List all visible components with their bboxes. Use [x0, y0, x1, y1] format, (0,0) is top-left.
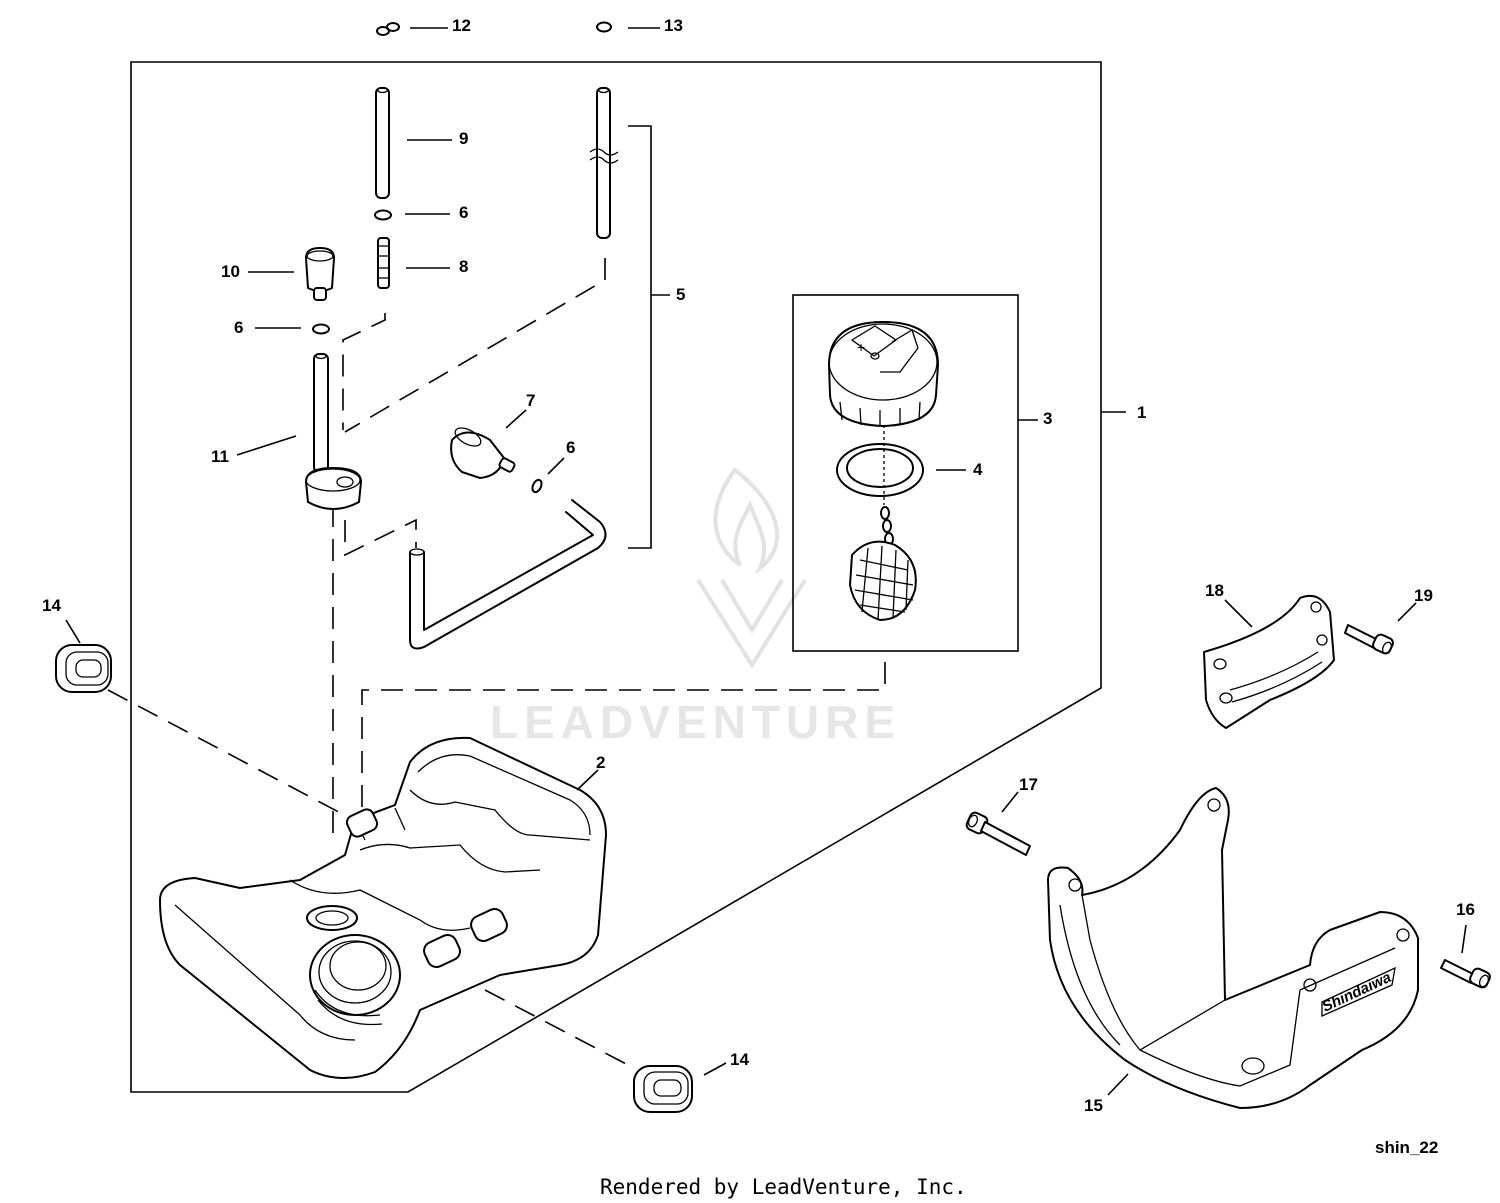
callout-1: 1: [1137, 403, 1146, 422]
callout-7: 7: [526, 391, 535, 410]
watermark-text: LEADVENTURE: [490, 696, 901, 748]
part-19-bolt: [1344, 624, 1394, 655]
watermark-logo: [696, 467, 807, 669]
part-2-fuel-tank: [159, 736, 607, 1080]
callout-11: 11: [211, 447, 229, 466]
callout-2: 2: [596, 753, 605, 772]
cap-chain-strainer: [849, 425, 917, 621]
callout-6-mid: 6: [234, 318, 243, 337]
part-8-joint: [377, 237, 390, 289]
part-10-filter: [305, 247, 335, 301]
part-14-grommet-left: [55, 644, 112, 693]
callout-8: 8: [459, 257, 468, 276]
reference-code: shin_22: [1375, 1138, 1438, 1157]
part-6-o-ring-filter: [531, 478, 543, 494]
callout-13: 13: [664, 16, 683, 35]
callout-12: 12: [452, 16, 471, 35]
callout-4: 4: [973, 460, 983, 479]
part-18-clamp-cover: [1203, 594, 1335, 729]
part-11-grommet-pipe: [305, 352, 362, 510]
callout-14-bottom: 14: [730, 1050, 749, 1069]
part-15-clamp-bracket: Shindaiwa: [1047, 787, 1419, 1109]
callout-17: 17: [1019, 775, 1038, 794]
part-16-bolt: [1440, 959, 1491, 989]
part-17-bolt: [965, 811, 1031, 856]
svg-text:+: +: [857, 339, 865, 355]
assembly-outline: [130, 61, 1102, 1093]
callout-16: 16: [1456, 900, 1475, 919]
callout-15: 15: [1084, 1096, 1103, 1115]
callout-19: 19: [1414, 586, 1433, 605]
callout-5: 5: [676, 285, 685, 304]
part-3-fuel-cap: +: [828, 321, 939, 427]
part-6-o-ring-mid: [312, 323, 330, 335]
part-5-fuel-hose: [409, 86, 619, 650]
callout-6-filter: 6: [566, 438, 575, 457]
hose-bracket: [628, 125, 652, 549]
part-7-fuel-filter: [450, 427, 516, 479]
callout-14-left: 14: [42, 596, 61, 615]
callout-3: 3: [1043, 409, 1052, 428]
part-4-cap-gasket: [836, 443, 924, 497]
part-13-o-ring: [596, 21, 612, 33]
part-14-grommet-bottom: [633, 1065, 693, 1113]
callout-9: 9: [459, 129, 468, 148]
part-12-clip: [376, 22, 400, 36]
footer-credit: Rendered by LeadVenture, Inc.: [600, 1175, 967, 1199]
cap-assembly-outline: [792, 294, 1019, 652]
callout-18: 18: [1205, 581, 1224, 600]
callout-6-top: 6: [459, 203, 468, 222]
part-6-o-ring-top: [374, 209, 392, 221]
part-9-pipe: [375, 86, 390, 199]
assembly-dashed-lines: [107, 258, 886, 1066]
callout-10: 10: [221, 262, 240, 281]
